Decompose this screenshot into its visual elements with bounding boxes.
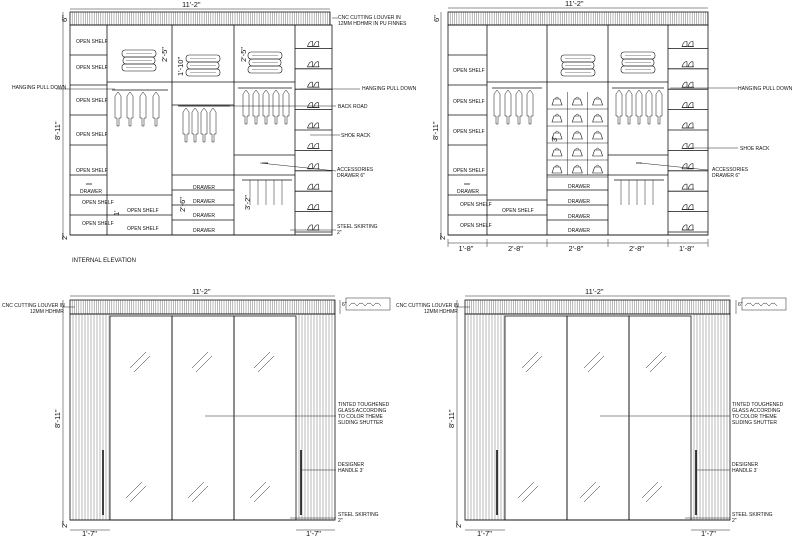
tl-louver-hatch (72, 12, 330, 25)
tr-accessories-1: ACCESSORIES (712, 167, 749, 173)
tr-shoe-rack: SHOE RACK (740, 146, 770, 152)
tl-louver-note-1: CNC CUTTING LOUVER IN (338, 15, 401, 21)
tr-open-shelf-1: OPEN SHELF (453, 68, 485, 74)
svg-text:DESIGNER: DESIGNER (732, 462, 759, 468)
tl-drawer-3: DRAWER (193, 213, 215, 219)
bl-bottom-gap: 2" (60, 521, 69, 528)
tl-open-shelf-1: OPEN SHELF (76, 39, 108, 45)
tr-drawer-2: DRAWER (568, 199, 590, 205)
tl-open-shelf-8: OPEN SHELF (127, 208, 159, 214)
tl-hanging-left: HANGING PULL DOWN (12, 85, 67, 91)
tl-drawer-2: DRAWER (193, 199, 215, 205)
svg-text:6": 6" (342, 302, 347, 308)
tl-open-shelf-7: OPEN SHELF (82, 221, 114, 227)
svg-text:TINTED TOUGHENED: TINTED TOUGHENED (338, 402, 390, 408)
tr-drawer-left: DRAWER (457, 189, 479, 195)
tl-dim-110: 1'-10" (176, 57, 185, 76)
tl-accessories-2: DRAWER 6" (337, 173, 365, 179)
svg-text:TO COLOR THEME: TO COLOR THEME (732, 414, 777, 420)
svg-text:6": 6" (738, 302, 743, 308)
panel-top-left: 11'-2" OPEN SHELF OPEN SHELF OPEN SHELF … (12, 0, 417, 264)
svg-text:STEEL SKIRTING: STEEL SKIRTING (732, 512, 773, 518)
tl-louver-note-2: 12MM HDHMR IN PU FINNES (338, 21, 407, 27)
tr-bottom-dim: 1'-8" (679, 244, 694, 253)
tr-height-label: 8'-11" (431, 121, 440, 140)
svg-text:2": 2" (732, 518, 737, 524)
br-height-label: 8'-11" (447, 409, 456, 428)
tl-accessories-1: ACCESSORIES (337, 167, 374, 173)
tr-width-label: 11'-2" (565, 0, 584, 8)
svg-text:HANDLE 3': HANDLE 3' (732, 468, 757, 474)
tl-hanging-right: HANGING PULL DOWN (362, 86, 417, 92)
bl-width-label: 11'-2" (192, 287, 211, 296)
svg-text:GLASS ACCORDING: GLASS ACCORDING (338, 408, 386, 414)
tr-open-shelf-6: OPEN SHELF (460, 223, 492, 229)
bl-louver-1: CNC CUTTING LOUVER IN (2, 303, 65, 309)
svg-text:DESIGNER: DESIGNER (338, 462, 365, 468)
svg-text:2": 2" (338, 518, 343, 524)
panel-top-right: 11'-2" OPEN SHELF OPEN SHELF OPEN SHELF … (431, 0, 793, 253)
tr-open-shelf-5: OPEN SHELF (460, 202, 492, 208)
br-dim-right: 1'-7" (701, 529, 716, 538)
tr-bottom-dim: 2'-8" (629, 244, 644, 253)
svg-text:SLIDING SHUTTER: SLIDING SHUTTER (338, 420, 383, 426)
tl-back-road: BACK ROAD (338, 104, 368, 110)
tl-dim-25a: 2'-5" (160, 47, 169, 62)
tl-drawer-1: DRAWER (193, 185, 215, 191)
panel-bottom-right: 11'-2" 8'-11" 2" 1'-7" 1'-7" CNC CUTTING… (396, 287, 787, 538)
svg-text:HANDLE 3': HANDLE 3' (338, 468, 363, 474)
tr-bottom-gap: 2" (438, 233, 447, 240)
svg-text:2": 2" (337, 230, 342, 236)
tr-hanging: HANGING PULL DOWN (738, 86, 793, 92)
tl-drawer-4: DRAWER (193, 228, 215, 234)
tl-dim-25b: 2'-5" (239, 47, 248, 62)
tr-dim-3: 3' (550, 136, 559, 142)
tl-shoe-rack: SHOE RACK (341, 133, 371, 139)
br-width-label: 11'-2" (585, 287, 604, 296)
svg-text:TINTED TOUGHENED: TINTED TOUGHENED (732, 402, 784, 408)
tl-steel: STEEL SKIRTING (337, 224, 378, 230)
svg-text:TO COLOR THEME: TO COLOR THEME (338, 414, 383, 420)
tl-open-shelf-6: OPEN SHELF (82, 200, 114, 206)
tr-open-shelf-3: OPEN SHELF (453, 129, 485, 135)
tr-drawer-1: DRAWER (568, 184, 590, 190)
tl-open-shelf-2: OPEN SHELF (76, 65, 108, 71)
tl-open-shelf-3: OPEN SHELF (76, 98, 108, 104)
tr-bottom-dim: 2'-8" (508, 244, 523, 253)
tl-drawer-left: DRAWER (80, 189, 102, 195)
svg-text:SLIDING SHUTTER: SLIDING SHUTTER (732, 420, 777, 426)
tl-dim-1: 1' (112, 210, 121, 216)
svg-text:STEEL SKIRTING: STEEL SKIRTING (338, 512, 379, 518)
tr-drawer-3: DRAWER (568, 214, 590, 220)
br-bottom-gap: 2" (454, 521, 463, 528)
tl-bottom-gap: 2" (60, 233, 69, 240)
svg-text:CNC CUTTING LOUVER IN: CNC CUTTING LOUVER IN (396, 303, 459, 309)
tr-drawer-4: DRAWER (568, 228, 590, 234)
bl-height-label: 8'-11" (53, 409, 62, 428)
svg-text:GLASS ACCORDING: GLASS ACCORDING (732, 408, 780, 414)
tl-open-shelf-4: OPEN SHELF (76, 132, 108, 138)
tr-top-gap: 6" (432, 15, 441, 22)
tr-accessories-2: DRAWER 6" (712, 173, 740, 179)
tr-open-shelf-2: OPEN SHELF (453, 99, 485, 105)
caption-internal-elevation: INTERNAL ELEVATION (72, 258, 136, 264)
tr-bottom-dim: 1'-8" (459, 244, 474, 253)
bl-dim-right: 1'-7" (306, 529, 321, 538)
tr-open-shelf-7: OPEN SHELF (502, 208, 534, 214)
panel-bottom-left: 11'-2" 8'-11" 2" 1'-7" 1'-7" CNC CUTTING… (2, 287, 391, 538)
bl-dim-left: 1'-7" (82, 529, 97, 538)
tl-dim-26: 2'-6" (178, 197, 187, 212)
tl-open-shelf-5: OPEN SHELF (76, 168, 108, 174)
tl-height-label: 8'-11" (53, 121, 62, 140)
bl-louver-2: 12MM HDHMR (30, 309, 64, 315)
br-dim-left: 1'-7" (477, 529, 492, 538)
tl-top-gap: 6" (60, 15, 69, 22)
tr-open-shelf-4: OPEN SHELF (453, 168, 485, 174)
tl-width-label: 11'-2" (182, 0, 201, 9)
svg-text:12MM HDHMR: 12MM HDHMR (424, 309, 458, 315)
tr-bottom-dim: 2'-8" (569, 244, 584, 253)
tl-dim-32: 3'-2" (243, 195, 252, 210)
tl-open-shelf-9: OPEN SHELF (127, 226, 159, 232)
